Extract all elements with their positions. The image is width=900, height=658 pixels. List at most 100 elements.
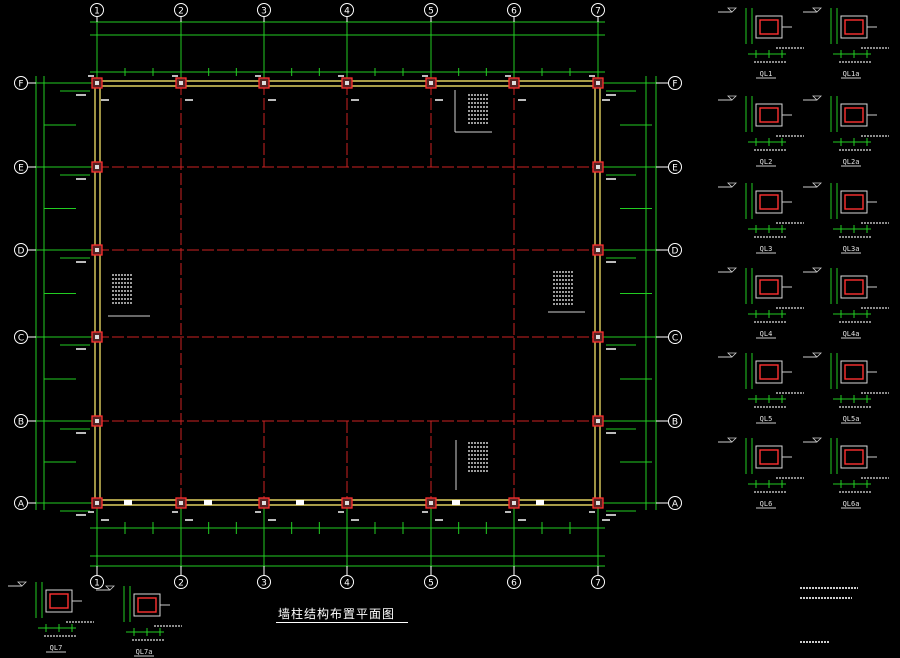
rebar-cage	[759, 279, 779, 295]
axis-bubble	[257, 575, 271, 589]
column-core	[95, 248, 99, 252]
section-detail: QL1a	[803, 7, 889, 79]
axis-bubble-label: F	[672, 80, 677, 90]
section-label: QL5a	[843, 415, 860, 423]
axis-bubble	[507, 3, 521, 17]
axis-bubble-label: 3	[261, 7, 267, 17]
level-marker	[812, 352, 822, 358]
section-label: QL6a	[843, 500, 860, 508]
axis-bubble	[668, 160, 682, 174]
axis-bubble-label: B	[672, 418, 678, 428]
axis-bubble	[174, 3, 188, 17]
axis-bubble	[14, 496, 28, 510]
rebar-cage	[49, 593, 69, 609]
column-core	[596, 248, 600, 252]
section-label: QL4a	[843, 330, 860, 338]
axis-bubble	[668, 496, 682, 510]
wall-block	[124, 500, 132, 505]
wall-block	[296, 500, 304, 505]
column-core	[179, 81, 183, 85]
level-marker	[727, 182, 737, 188]
axis-bubble	[257, 3, 271, 17]
rebar-cage	[759, 107, 779, 123]
level-marker	[727, 352, 737, 358]
section-label: QL2	[760, 158, 773, 166]
section-label: QL2a	[843, 158, 860, 166]
column-markers	[91, 77, 604, 509]
axis-bubble-label: 6	[511, 7, 517, 17]
axis-bubble-label: 4	[344, 7, 350, 17]
column-core	[345, 501, 349, 505]
rebar-cage	[759, 19, 779, 35]
level-marker	[812, 267, 822, 273]
column-core	[596, 81, 600, 85]
axis-bubble	[14, 76, 28, 90]
axis-bubble	[14, 243, 28, 257]
section-label: QL5	[760, 415, 773, 423]
column-core	[429, 501, 433, 505]
wall-block	[204, 500, 212, 505]
axis-bubble-label: A	[672, 500, 679, 510]
section-detail: QL6	[718, 437, 804, 509]
column-core	[95, 501, 99, 505]
axis-bubble	[90, 575, 104, 589]
section-detail: QL5	[718, 352, 804, 424]
rebar-cage	[759, 449, 779, 465]
axis-bubble	[668, 330, 682, 344]
level-marker	[812, 182, 822, 188]
section-detail: QL4a	[803, 267, 889, 339]
rebar-cage	[844, 194, 864, 210]
axis-bubble	[340, 575, 354, 589]
axis-bubble-label: 5	[428, 7, 434, 17]
section-detail: QL3a	[803, 182, 889, 254]
column-core	[95, 81, 99, 85]
rebar-cage	[759, 364, 779, 380]
section-label: QL1a	[843, 70, 860, 78]
level-marker	[727, 7, 737, 13]
annotation-marks	[76, 75, 616, 521]
axis-bubble-label: D	[18, 247, 25, 257]
axis-bubble	[14, 414, 28, 428]
section-detail: QL4	[718, 267, 804, 339]
axis-bubble-label: 2	[178, 579, 184, 589]
level-marker	[105, 585, 115, 591]
level-marker	[727, 95, 737, 101]
axis-bubble-label: 4	[344, 579, 350, 589]
section-detail: QL7	[8, 581, 94, 653]
axis-bubble-label: C	[672, 334, 678, 344]
column-core	[596, 165, 600, 169]
level-marker	[17, 581, 27, 587]
section-label: QL6	[760, 500, 773, 508]
axis-bubble	[174, 575, 188, 589]
axis-bubble	[591, 575, 605, 589]
section-detail: QL2a	[803, 95, 889, 167]
column-core	[262, 501, 266, 505]
column-core	[262, 81, 266, 85]
axis-bubble	[90, 3, 104, 17]
axis-bubble-label: E	[18, 164, 24, 174]
column-core	[512, 501, 516, 505]
level-marker	[812, 437, 822, 443]
section-label: QL7a	[136, 648, 153, 656]
section-label: QL7	[50, 644, 63, 652]
axis-bubble-label: E	[672, 164, 678, 174]
axis-bubble	[14, 160, 28, 174]
section-label: QL1	[760, 70, 773, 78]
wall-block	[452, 500, 460, 505]
axis-bubble-label: 6	[511, 579, 517, 589]
axis-bubble-label: C	[18, 334, 24, 344]
column-core	[512, 81, 516, 85]
axis-bubble-label: 5	[428, 579, 434, 589]
section-detail: QL5a	[803, 352, 889, 424]
column-core	[95, 165, 99, 169]
rebar-cage	[844, 107, 864, 123]
axis-bubble-label: 2	[178, 7, 184, 17]
title-underline	[276, 622, 408, 623]
column-core	[596, 419, 600, 423]
column-core	[179, 501, 183, 505]
axis-bubble	[424, 575, 438, 589]
section-label: QL3a	[843, 245, 860, 253]
